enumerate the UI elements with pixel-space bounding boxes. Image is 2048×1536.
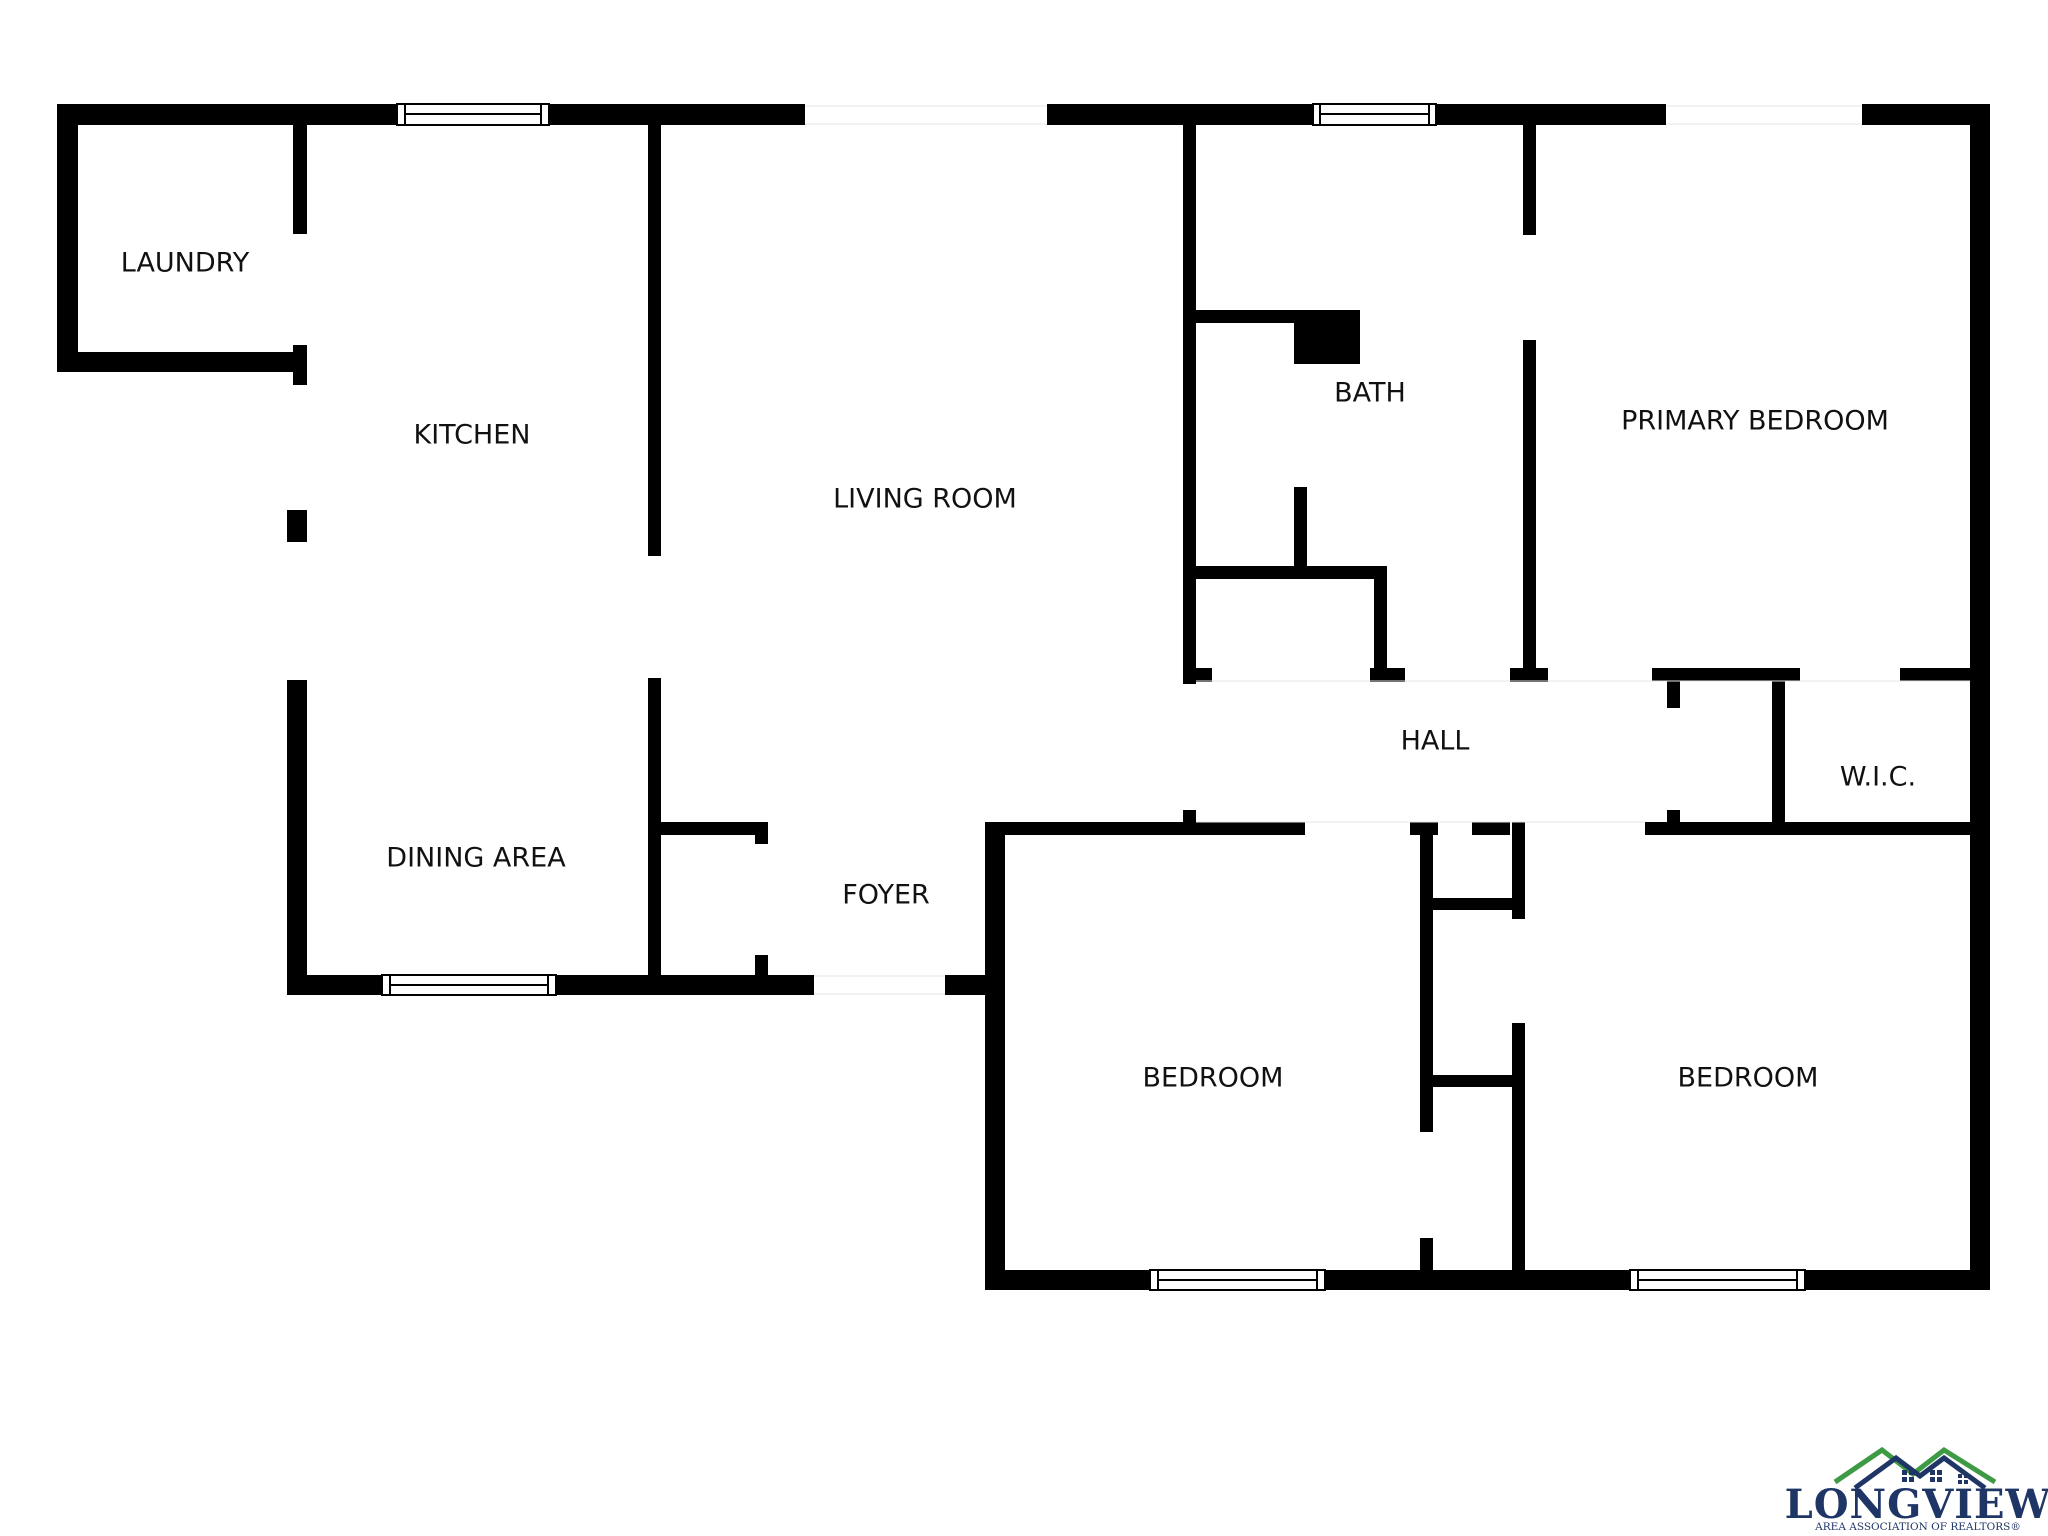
room-label-primary-bedroom: PRIMARY BEDROOM	[1621, 406, 1889, 437]
room-label-hall: HALL	[1401, 726, 1470, 757]
wall	[57, 352, 307, 372]
wall	[1805, 1270, 1990, 1290]
wall	[1652, 668, 1800, 681]
wall	[648, 122, 661, 556]
wall	[1512, 822, 1525, 919]
logo-window-icon	[1902, 1470, 1914, 1482]
wall	[1862, 104, 1990, 125]
wall	[549, 104, 805, 125]
logo-wordmark: LONGVIEW	[1785, 1481, 2048, 1528]
wall	[985, 822, 1005, 1290]
wall	[1183, 810, 1196, 824]
wall	[1645, 822, 1990, 835]
window	[1149, 1269, 1326, 1291]
wall	[1374, 566, 1387, 681]
wall	[1512, 1023, 1525, 1290]
window	[1312, 103, 1437, 126]
room-labels: LAUNDRY KITCHEN DINING AREA LIVING ROOM …	[121, 248, 1916, 1094]
wall	[57, 104, 78, 372]
wall	[1183, 122, 1196, 684]
wall	[57, 104, 397, 125]
wall	[658, 822, 768, 835]
window	[381, 974, 557, 996]
openings	[805, 105, 1970, 995]
logo-window-icon	[1930, 1470, 1942, 1482]
room-label-wic: W.I.C.	[1840, 762, 1916, 793]
windows	[381, 103, 1806, 1291]
wall	[1436, 104, 1666, 125]
logo-tagline: AREA ASSOCIATION OF REALTORS®	[1814, 1521, 2021, 1533]
wall	[1900, 668, 1990, 681]
wall	[1294, 487, 1307, 567]
room-label-dining-area: DINING AREA	[386, 843, 566, 874]
wall	[1294, 310, 1360, 364]
wall	[648, 678, 661, 988]
walls	[57, 104, 1990, 1290]
window	[1629, 1269, 1806, 1291]
wall	[293, 345, 307, 385]
wall	[1667, 810, 1680, 835]
wall	[1325, 1270, 1630, 1290]
wall	[287, 975, 382, 995]
wall	[1523, 340, 1536, 680]
wall	[1420, 1075, 1525, 1087]
wall	[985, 1270, 1150, 1290]
room-label-bath: BATH	[1334, 378, 1406, 409]
wall	[1196, 668, 1212, 682]
wall	[1183, 310, 1295, 323]
wall	[1420, 898, 1525, 910]
room-label-bedroom-right: BEDROOM	[1678, 1063, 1819, 1094]
window	[396, 103, 550, 126]
wall	[1183, 822, 1305, 835]
wall	[287, 680, 307, 995]
wall	[287, 510, 307, 542]
wall	[1523, 122, 1536, 235]
wall	[945, 975, 995, 995]
wall	[1047, 104, 1313, 125]
wall	[1370, 668, 1405, 682]
wall	[1772, 668, 1785, 828]
wall	[1970, 104, 1990, 1290]
logo-roof-navy	[1853, 1454, 1987, 1491]
room-label-foyer: FOYER	[842, 880, 930, 911]
logo-window-icon	[1958, 1474, 1968, 1484]
wall	[1510, 668, 1548, 682]
wall	[556, 975, 814, 995]
wall	[293, 104, 307, 234]
wall	[1472, 822, 1510, 835]
wall	[1420, 1238, 1433, 1288]
wall	[1183, 566, 1386, 579]
room-label-kitchen: KITCHEN	[414, 420, 531, 451]
wall	[755, 955, 768, 985]
room-label-bedroom-left: BEDROOM	[1143, 1063, 1284, 1094]
longview-logo: LONGVIEW AREA ASSOCIATION OF REALTORS®	[1785, 1446, 2048, 1533]
room-label-laundry: LAUNDRY	[121, 248, 250, 279]
wall	[1667, 668, 1680, 708]
room-label-living-room: LIVING ROOM	[833, 484, 1017, 515]
wall	[755, 822, 768, 844]
